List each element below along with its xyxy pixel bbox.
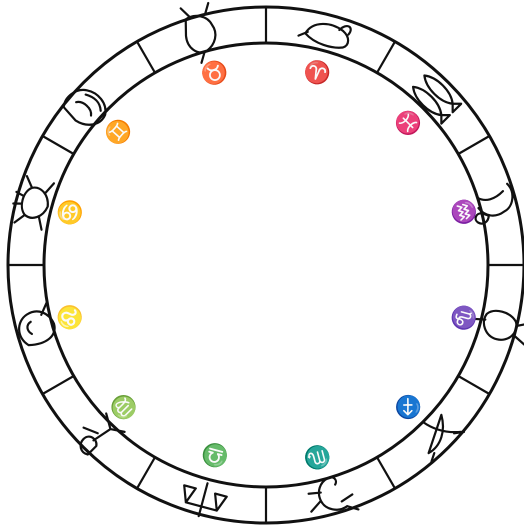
outer-ring (8, 7, 524, 523)
libra-glyph: ♎ (199, 439, 232, 471)
divider-line (43, 376, 74, 394)
divider-line (458, 136, 489, 154)
cancer-glyph: ♋ (54, 196, 86, 229)
house-dividers (8, 7, 524, 523)
scorpio-glyph: ♏ (301, 441, 334, 473)
aries-glyph: ♈ (301, 57, 334, 89)
twins-drawing (60, 81, 112, 133)
divider-line (43, 136, 74, 154)
gemini-glyph: ♊ (100, 113, 138, 151)
pisces-glyph: ♓ (389, 104, 427, 142)
divider-line (377, 42, 395, 73)
capricorn-glyph: ♑ (447, 301, 479, 334)
inner-ring (44, 43, 488, 487)
zodiac-glyphs: ♈ ♉ ♊ ♋ ♌ ♍ ♎ ♏ ♐ ♑ ♒ ♓ (54, 57, 479, 473)
taurus-glyph: ♉ (198, 57, 231, 89)
divider-line (458, 376, 489, 394)
sagittarius-glyph: ♐ (389, 388, 427, 426)
aquarius-glyph: ♒ (447, 195, 479, 228)
divider-line (137, 42, 155, 73)
divider-line (377, 457, 395, 488)
virgo-glyph: ♍ (105, 388, 143, 426)
divider-line (137, 457, 155, 488)
twins-figure (60, 81, 112, 133)
leo-glyph: ♌ (54, 301, 86, 334)
